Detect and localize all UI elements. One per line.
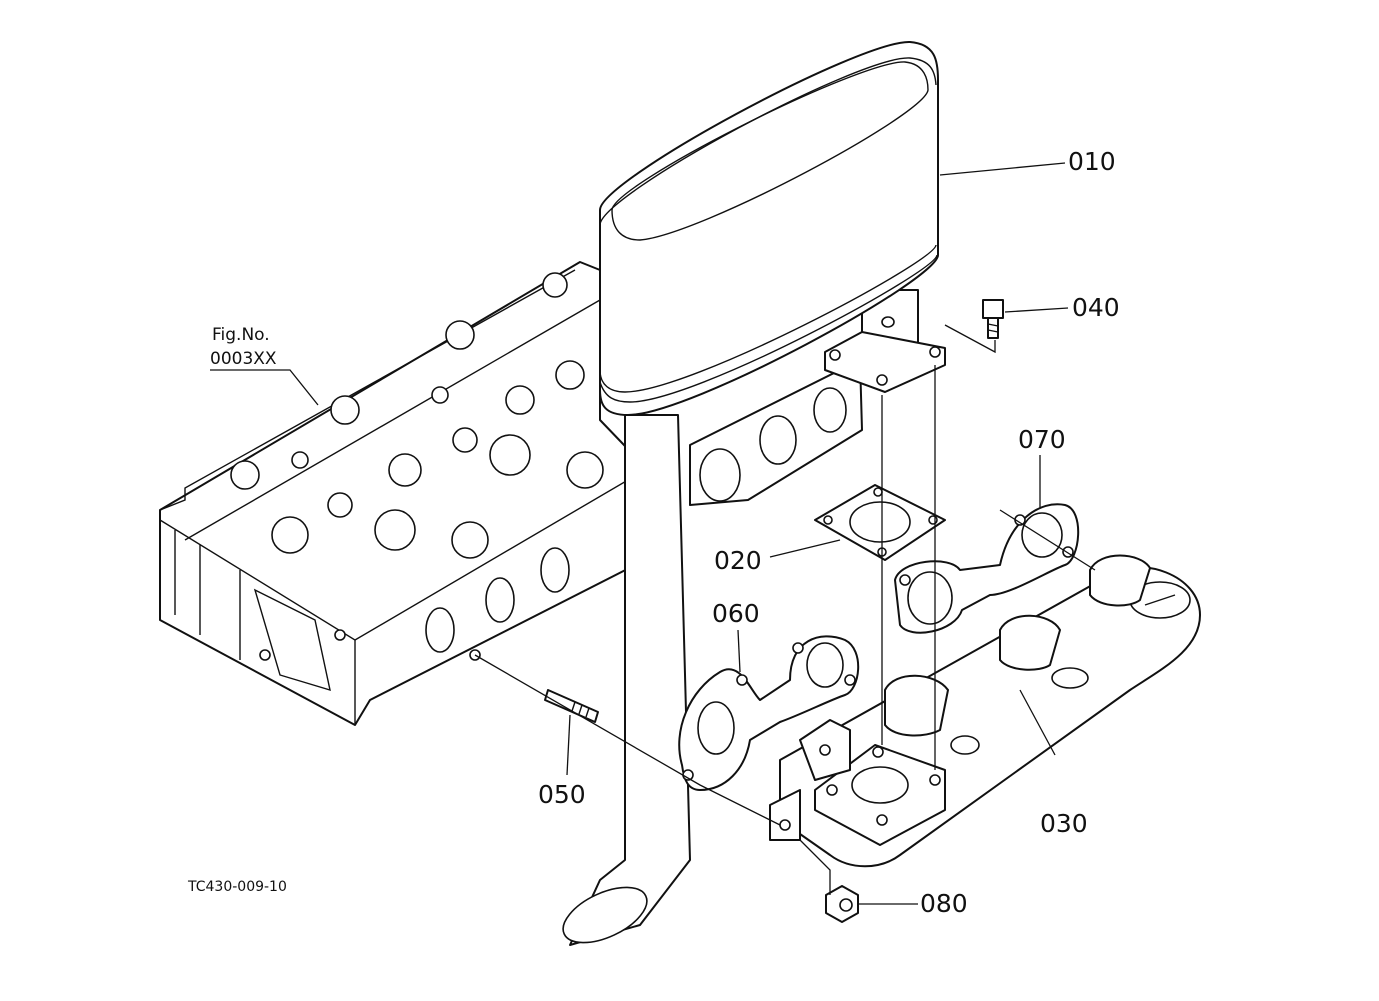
callout-060: 060 [712, 599, 760, 628]
gasket-020 [814, 484, 946, 561]
figure-ref-line2: 0003XX [210, 349, 277, 369]
drawing-code: TC430-009-10 [187, 879, 287, 895]
nut-080 [825, 885, 859, 923]
callout-040: 040 [1072, 293, 1120, 322]
callout-030: 030 [1040, 809, 1088, 838]
gasket-060 [678, 635, 860, 791]
figure-ref-line1: Fig.No. [212, 325, 270, 345]
callout-070: 070 [1018, 425, 1066, 454]
labels: Fig.No. 0003XX 010 040 070 020 060 050 0… [187, 147, 1120, 918]
callout-080: 080 [920, 889, 968, 918]
stud-050 [544, 689, 599, 723]
exhaust-manifold-030 [769, 554, 1201, 868]
callout-050: 050 [538, 780, 586, 809]
head-exhaust-ports [689, 359, 863, 506]
muffler-010 [562, 40, 946, 946]
bolt-040 [982, 299, 1004, 339]
cylinder-head [159, 261, 649, 726]
callout-020: 020 [714, 546, 762, 575]
assembly-lines [210, 162, 1096, 905]
gasket-070 [894, 503, 1080, 634]
callout-010: 010 [1068, 147, 1116, 176]
